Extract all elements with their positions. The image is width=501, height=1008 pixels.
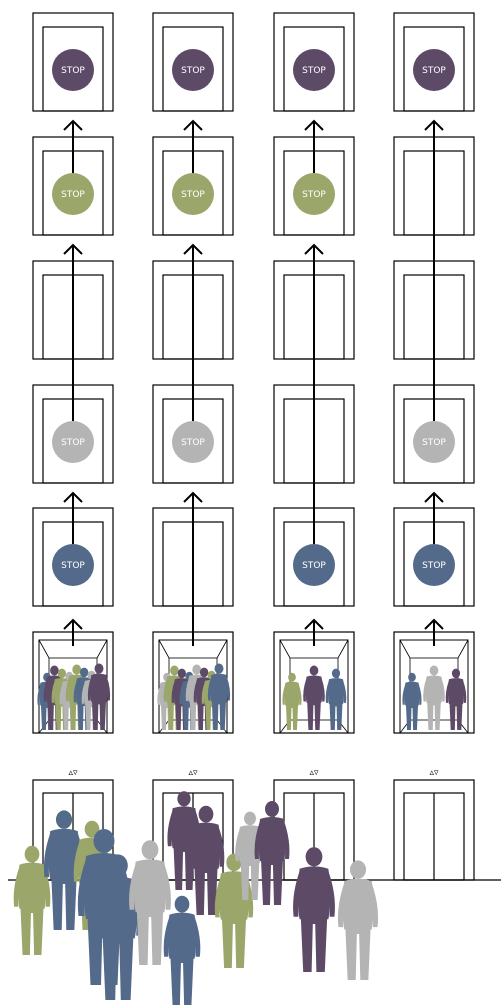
stop-label: STOP xyxy=(302,561,326,571)
shaft-4: STOP STOP STOP xyxy=(393,12,475,734)
travel-arrow xyxy=(63,618,83,646)
lobby-person xyxy=(187,805,225,915)
travel-arrow xyxy=(183,491,203,646)
travel-arrow xyxy=(424,618,444,646)
stop-label: STOP xyxy=(422,561,446,571)
stop-marker-floor-5: STOP xyxy=(293,173,335,215)
stop-marker-floor-6: STOP xyxy=(172,49,214,91)
call-button-icon: ▵▿ xyxy=(309,768,319,778)
stop-marker-floor-6: STOP xyxy=(293,49,335,91)
lobby-person xyxy=(214,853,254,968)
stop-marker-floor-6: STOP xyxy=(52,49,94,91)
travel-arrow xyxy=(183,119,203,173)
lobby-person xyxy=(163,895,201,1005)
stop-label: STOP xyxy=(422,438,446,448)
stop-label: STOP xyxy=(181,438,205,448)
stop-label: STOP xyxy=(61,561,85,571)
passenger xyxy=(445,668,467,730)
stop-marker-floor-5: STOP xyxy=(52,173,94,215)
stop-marker-floor-3: STOP xyxy=(413,421,455,463)
passenger xyxy=(402,672,422,730)
cab-passengers xyxy=(157,663,231,730)
travel-arrow xyxy=(424,119,444,421)
call-button-icon: ▵▿ xyxy=(188,768,198,778)
stop-label: STOP xyxy=(302,190,326,200)
passenger xyxy=(303,665,325,730)
passenger xyxy=(207,663,231,730)
travel-arrow xyxy=(183,243,203,421)
door-frame-floor-6 xyxy=(32,12,114,112)
stop-marker-floor-2: STOP xyxy=(293,544,335,586)
stop-marker-floor-2: STOP xyxy=(413,544,455,586)
waiting-crowd xyxy=(13,791,379,1005)
passenger xyxy=(325,668,347,730)
elevator-shafts: STOPSTOPSTOPSTOPSTOPSTOPSTOPSTOPSTOPSTOP… xyxy=(32,12,475,734)
passenger xyxy=(87,663,111,730)
cab-passengers xyxy=(402,665,467,730)
travel-arrow xyxy=(63,243,83,421)
stop-label: STOP xyxy=(422,66,446,76)
stop-label: STOP xyxy=(302,66,326,76)
travel-arrow xyxy=(63,119,83,173)
lobby-person xyxy=(337,860,379,980)
passenger xyxy=(282,672,302,730)
passenger xyxy=(423,665,445,730)
call-button-icon: ▵▿ xyxy=(429,768,439,778)
stop-label: STOP xyxy=(61,438,85,448)
door-frame-floor-6 xyxy=(393,12,475,112)
cab-passengers xyxy=(37,663,111,730)
stop-marker-floor-6: STOP xyxy=(413,49,455,91)
lobby-person xyxy=(93,854,143,1000)
lobby-person xyxy=(129,840,171,965)
stop-marker-floor-3: STOP xyxy=(172,421,214,463)
lobby-elevator-door: ▵▿ xyxy=(393,768,475,881)
shaft-1: STOP STOP STOP STOP xyxy=(32,12,114,734)
stop-label: STOP xyxy=(61,190,85,200)
travel-arrow xyxy=(424,491,444,544)
stop-marker-floor-3: STOP xyxy=(52,421,94,463)
shaft-2: STOP STOP STOP xyxy=(152,12,234,734)
stop-marker-floor-5: STOP xyxy=(172,173,214,215)
stop-marker-floor-2: STOP xyxy=(52,544,94,586)
door-frame-floor-6 xyxy=(273,12,355,112)
travel-arrow xyxy=(304,243,324,544)
stop-label: STOP xyxy=(61,66,85,76)
lobby-person xyxy=(254,801,290,905)
stop-label: STOP xyxy=(181,190,205,200)
stop-label: STOP xyxy=(181,66,205,76)
shaft-3: STOP STOP STOP xyxy=(273,12,355,734)
travel-arrow xyxy=(304,119,324,173)
lobby-person xyxy=(13,845,51,955)
travel-arrow xyxy=(63,491,83,544)
call-button-icon: ▵▿ xyxy=(68,768,78,778)
door-frame-floor-6 xyxy=(152,12,234,112)
cab-passengers xyxy=(282,665,347,730)
lobby-person xyxy=(293,847,335,972)
travel-arrow xyxy=(304,618,324,646)
